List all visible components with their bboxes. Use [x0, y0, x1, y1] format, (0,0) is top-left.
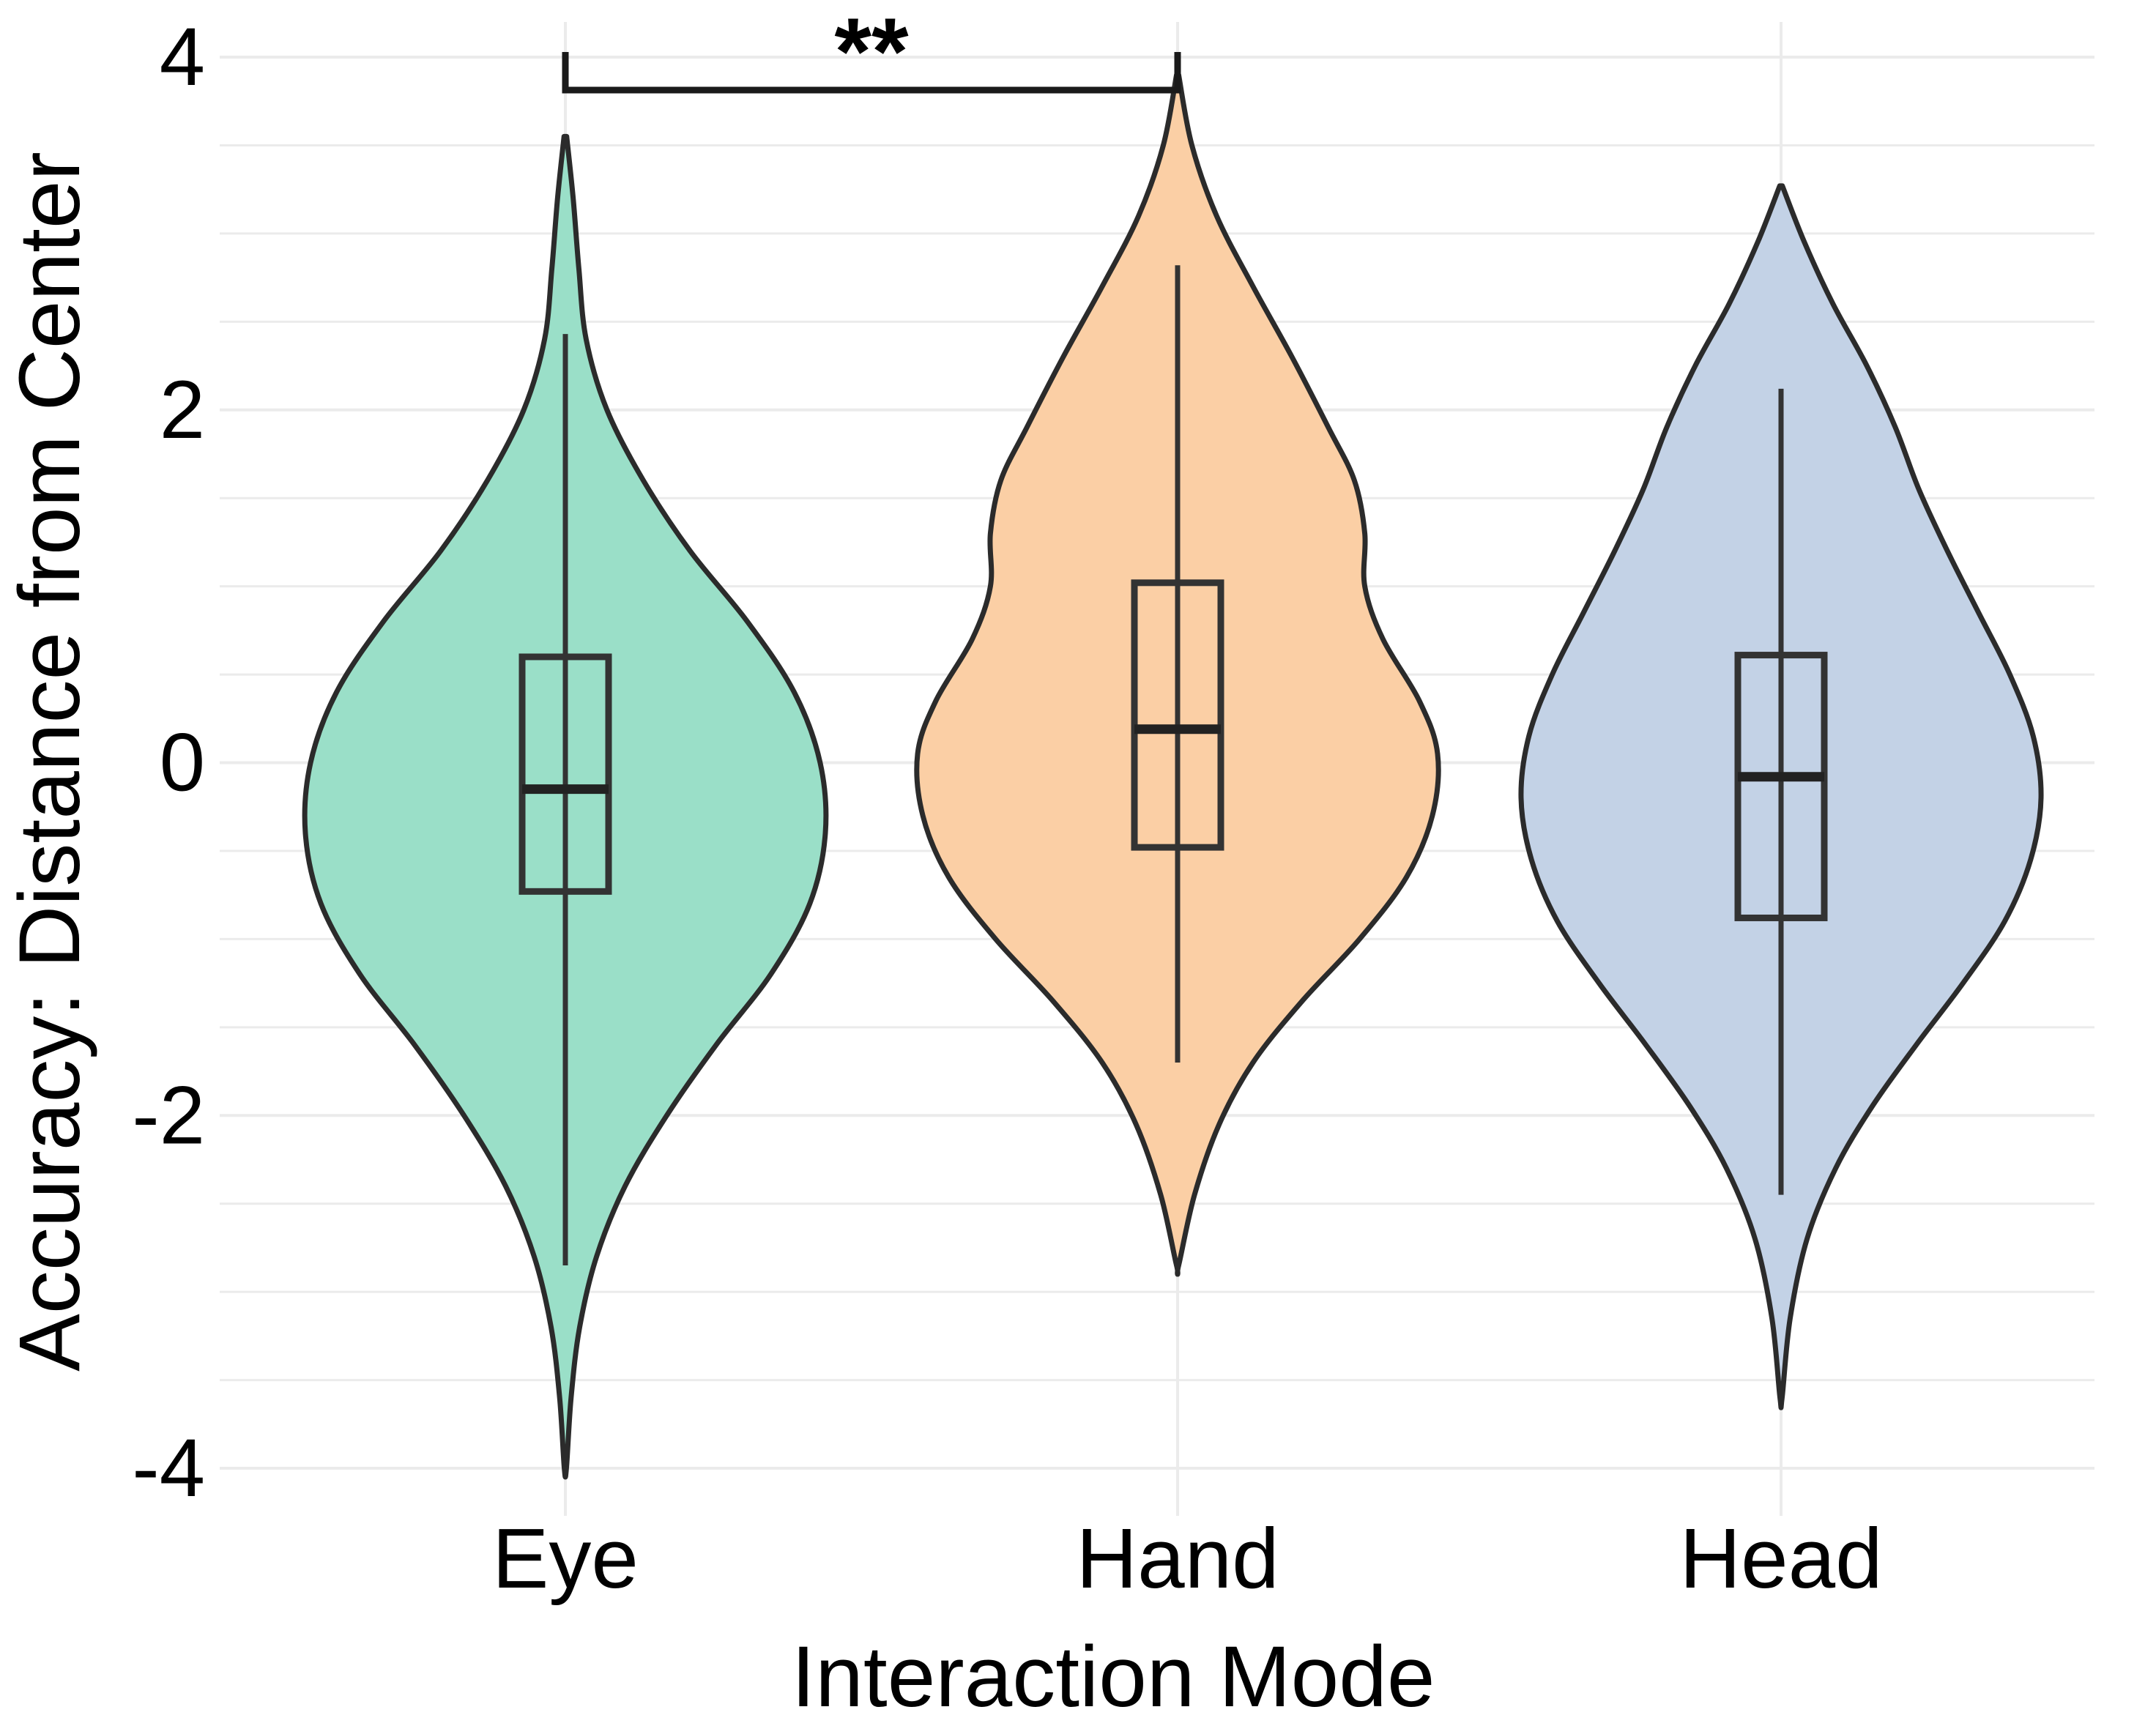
annotation-group: **	[562, 0, 1181, 105]
x-tick-label-eye: Eye	[492, 1511, 639, 1606]
y-tick-label-0: 0	[160, 717, 205, 808]
bracket-path	[562, 52, 1181, 94]
x-axis-title: Interaction Mode	[792, 1629, 1435, 1725]
significance-bracket: **	[562, 0, 1181, 105]
box-hand	[1131, 579, 1224, 851]
x-axis-tick-labels: Eye Hand Head	[492, 1511, 1883, 1606]
violin-eye	[302, 133, 829, 1480]
y-axis-title: Accuracy: Distance from Center	[1, 152, 98, 1372]
box-eye	[518, 653, 612, 895]
violin-hand	[914, 72, 1441, 1277]
x-tick-label-head: Head	[1679, 1511, 1882, 1606]
box-head	[1734, 652, 1828, 921]
y-tick-label-2: 2	[160, 364, 205, 455]
violin-head	[1518, 183, 2044, 1410]
y-tick-label-4: 4	[160, 11, 205, 103]
y-tick-label-neg2: -2	[132, 1069, 205, 1161]
y-tick-label-neg4: -4	[132, 1422, 205, 1514]
violin-series-group	[302, 72, 2044, 1480]
x-tick-label-hand: Hand	[1076, 1511, 1279, 1606]
significance-label: **	[834, 0, 909, 105]
y-axis-tick-labels: 4 2 0 -2 -4	[132, 11, 205, 1514]
